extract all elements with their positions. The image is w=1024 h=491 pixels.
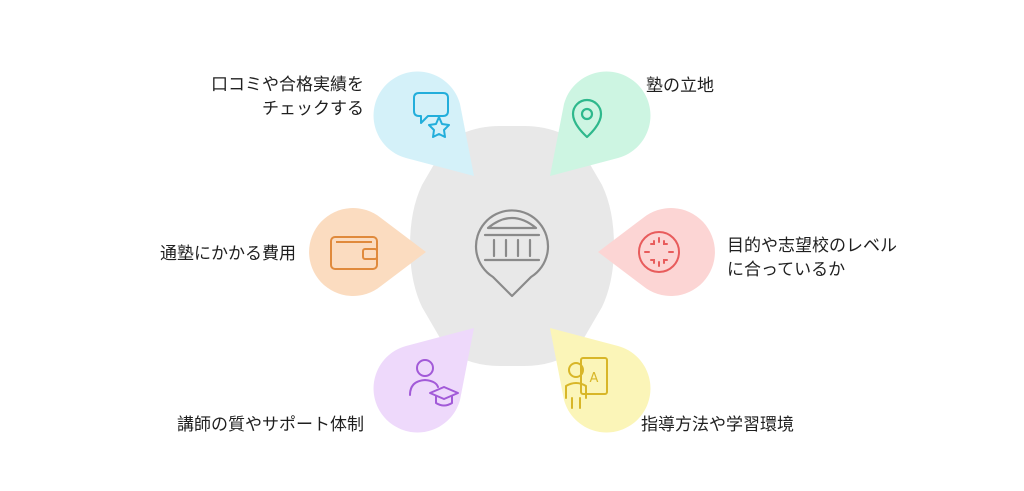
level-label-line-1: 目的や志望校のレベル (727, 236, 897, 256)
wallet-icon (330, 236, 378, 270)
location-drop (550, 71, 651, 176)
reviews-label: 口コミや合格実績を チェックする (211, 73, 364, 121)
teacher-board-icon: A (565, 357, 608, 409)
method-label-line-1: 指導方法や学習環境 (641, 415, 794, 435)
chat-star-icon (413, 92, 450, 138)
level-drop (598, 208, 715, 296)
graduate-icon (409, 359, 459, 407)
map-pin-icon (571, 98, 603, 139)
teachers-label: 講師の質やサポート体制 (177, 413, 364, 437)
center-hexagon (410, 126, 614, 366)
cost-drop (309, 208, 426, 296)
location-label: 塾の立地 (646, 74, 714, 98)
level-label-line-2: に合っているか (727, 260, 846, 280)
cost-label: 通塾にかかる費用 (160, 242, 296, 266)
reviews-drop (373, 71, 474, 176)
location-label-line-1: 塾の立地 (646, 76, 714, 96)
method-drop (550, 328, 651, 433)
svg-text:A: A (590, 371, 599, 386)
level-label: 目的や志望校のレベル に合っているか (727, 234, 897, 282)
reviews-label-line-1: 口コミや合格実績を (211, 75, 364, 95)
cost-label-line-1: 通塾にかかる費用 (160, 244, 296, 264)
target-icon (638, 231, 680, 273)
teachers-label-line-1: 講師の質やサポート体制 (177, 415, 364, 435)
reviews-label-line-2: チェックする (262, 99, 364, 119)
museum-icon (474, 209, 550, 298)
method-label: 指導方法や学習環境 (641, 413, 794, 437)
